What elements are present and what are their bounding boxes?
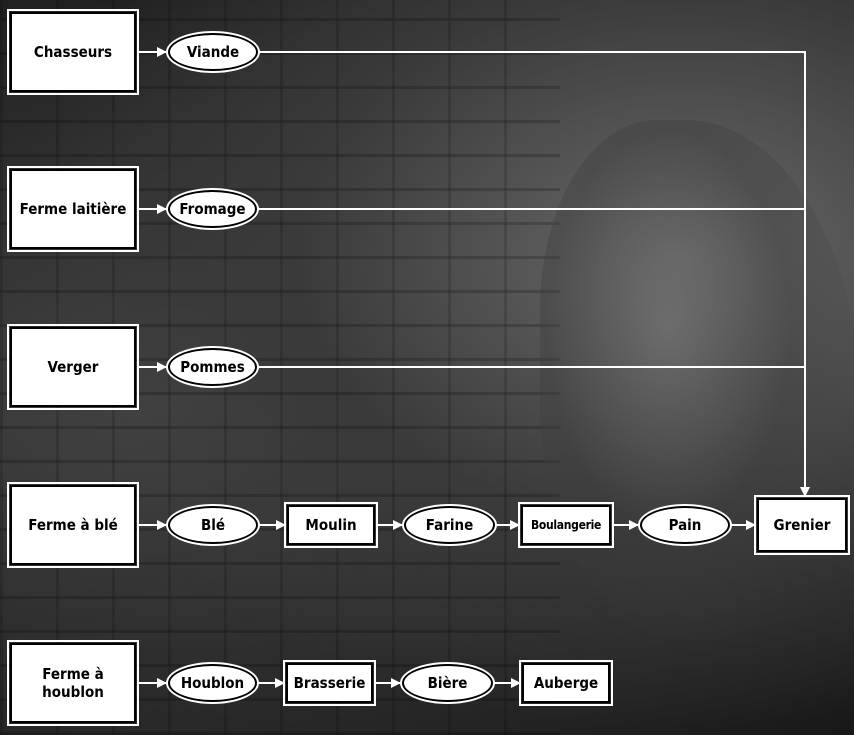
node-chasseurs: Chasseurs: [7, 9, 139, 95]
node-grenier: Grenier: [754, 495, 850, 555]
node-ble: Blé: [168, 506, 258, 544]
node-pain: Pain: [640, 506, 730, 544]
node-biere: Bière: [402, 664, 493, 702]
node-boulangerie: Boulangerie: [518, 502, 614, 548]
node-ferme-a-houblon: Ferme à houblon: [7, 640, 139, 726]
node-brasserie: Brasserie: [283, 660, 376, 706]
node-auberge: Auberge: [519, 660, 613, 706]
node-pommes: Pommes: [168, 348, 257, 386]
node-verger: Verger: [7, 324, 139, 410]
node-farine: Farine: [404, 506, 495, 544]
node-ferme-laitiere: Ferme laitière: [7, 166, 139, 252]
node-houblon: Houblon: [168, 664, 257, 702]
node-viande: Viande: [168, 33, 258, 71]
node-fromage: Fromage: [168, 190, 257, 228]
node-ferme-a-ble: Ferme à blé: [7, 482, 139, 568]
node-moulin: Moulin: [284, 502, 378, 548]
